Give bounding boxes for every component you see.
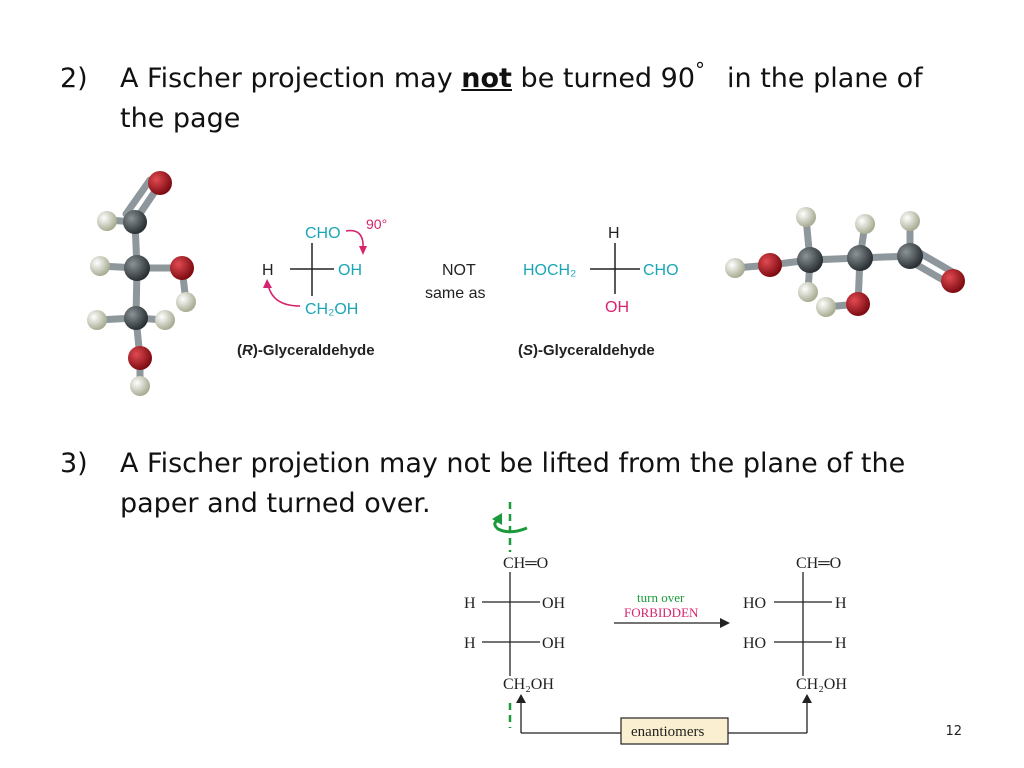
not-same-as-label: NOT same as — [425, 262, 485, 302]
hydrogen-atom — [796, 207, 816, 227]
hydrogen-atom — [798, 282, 818, 302]
degree-symbol: ° — [695, 58, 706, 82]
carbon-atom — [124, 306, 148, 330]
oxygen-atom — [941, 269, 965, 293]
svg-text:NOT: NOT — [442, 262, 476, 279]
oxygen-atom — [758, 253, 782, 277]
hydrogen-atom — [855, 214, 875, 234]
s-caption: (S)-Glyceraldehyde — [518, 342, 655, 359]
hydrogen-atom — [97, 211, 117, 231]
hydrogen-atom — [87, 310, 107, 330]
r-left-h: H — [262, 262, 274, 279]
r-glyceraldehyde-fischer: CHO H OH CH₂OH 90° (R)-Glyceraldehyde — [237, 216, 387, 359]
left-row1-oh: OH — [542, 595, 566, 612]
rule-2-line-2: the page — [120, 103, 241, 134]
carbon-atom — [797, 247, 823, 273]
rotation-arrow-bottom — [267, 283, 301, 307]
carbon-atom — [897, 243, 923, 269]
s-top-h: H — [608, 225, 620, 242]
rule-2-line-1-mid: be turned 90 — [511, 63, 696, 94]
r-bottom-ch2oh: CH₂OH — [305, 301, 358, 318]
left-fischer-projection: CH═O H OH H OH CH₂OH — [464, 555, 566, 693]
turn-over-label: turn over — [637, 590, 685, 605]
s-bottom-oh: OH — [605, 299, 629, 316]
carbon-atom — [847, 245, 873, 271]
s-left-hoch2: HOCH₂ — [523, 262, 576, 279]
rule-2-line-1: A Fischer projection may not be turned 9… — [120, 58, 923, 100]
right-top-aldehyde: CH═O — [796, 555, 841, 572]
page-number: 12 — [945, 724, 962, 739]
right-row2-h: H — [835, 635, 847, 652]
rotation-label: 90° — [366, 216, 387, 232]
right-fischer-projection: CH═O HO H HO H CH₂OH — [743, 555, 847, 693]
rule-2-emphasis-not: not — [461, 63, 512, 94]
right-bottom-ch2oh: CH₂OH — [796, 676, 847, 693]
carbon-atom — [123, 210, 147, 234]
left-bottom-ch2oh: CH₂OH — [503, 676, 554, 693]
oxygen-atom — [148, 171, 172, 195]
left-row2-h: H — [464, 635, 476, 652]
enantiomers-label: enantiomers — [631, 724, 704, 740]
enantiomers-bracket: enantiomers — [516, 694, 812, 745]
hydrogen-atom — [90, 256, 110, 276]
turn-over-arrow: turn over FORBIDDEN — [614, 590, 730, 628]
s-glyceraldehyde-fischer: H HOCH₂ CHO OH (S)-Glyceraldehyde — [518, 225, 679, 359]
r-right-oh: OH — [338, 262, 362, 279]
hydrogen-atom — [816, 297, 836, 317]
oxygen-atom — [846, 292, 870, 316]
hydrogen-atom — [130, 376, 150, 396]
rule-2-number: 2) — [60, 63, 88, 94]
right-row1-h: H — [835, 595, 847, 612]
svg-text:same as: same as — [425, 285, 485, 302]
right-row1-ho: HO — [743, 595, 766, 612]
flip-arrow-icon — [493, 517, 528, 534]
hydrogen-atom — [725, 258, 745, 278]
left-top-aldehyde: CH═O — [503, 555, 548, 572]
rotation-axis — [492, 502, 528, 728]
oxygen-atom — [128, 346, 152, 370]
hydrogen-atom — [900, 211, 920, 231]
oxygen-atom — [170, 256, 194, 280]
rule-2-line-1-post: in the plane of — [727, 63, 923, 94]
left-row1-h: H — [464, 595, 476, 612]
rule-2-line-1-pre: A Fischer projection may — [120, 63, 462, 94]
hydrogen-atom — [155, 310, 175, 330]
rule-3-number: 3) — [60, 448, 88, 479]
r-top-cho: CHO — [305, 225, 341, 242]
forbidden-label: FORBIDDEN — [624, 605, 699, 620]
enantiomers-box — [620, 717, 729, 745]
rule-3-line-1: A Fischer projetion may not be lifted fr… — [120, 448, 906, 479]
left-row2-oh: OH — [542, 635, 566, 652]
r-caption: (R)-Glyceraldehyde — [237, 342, 375, 359]
s-right-cho: CHO — [643, 262, 679, 279]
carbon-atom — [124, 255, 150, 281]
rotation-arrow-top — [345, 229, 364, 249]
glyceraldehyde-figure: CHO H OH CH₂OH 90° (R)-Glyceraldehyde NO… — [87, 171, 965, 396]
rule-3-line-2: paper and turned over. — [120, 488, 431, 519]
hydrogen-atom — [176, 292, 196, 312]
right-row2-ho: HO — [743, 635, 766, 652]
